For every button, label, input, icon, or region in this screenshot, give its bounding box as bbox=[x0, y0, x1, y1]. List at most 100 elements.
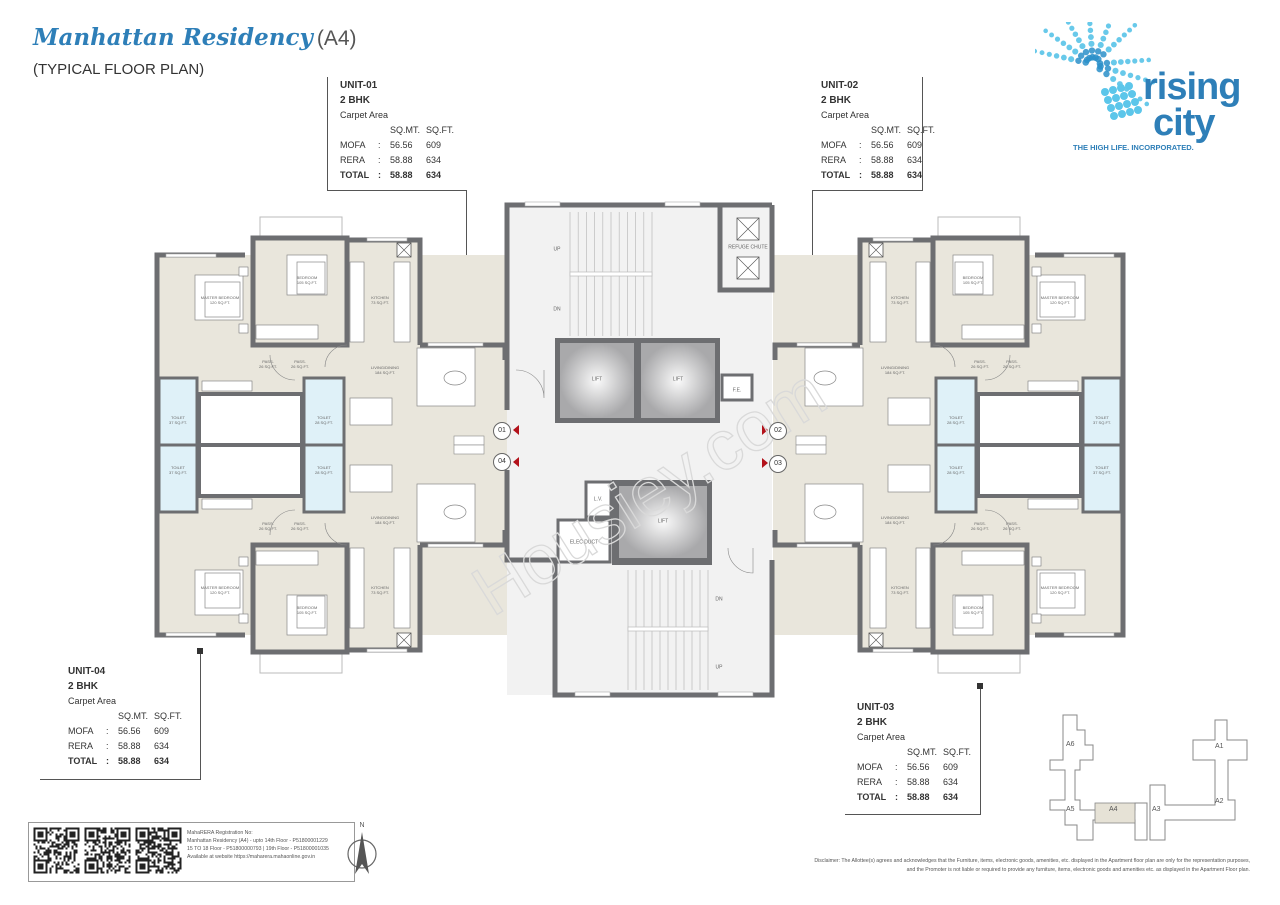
logo-dot bbox=[1137, 96, 1143, 102]
area-sqmt: 56.56 bbox=[907, 762, 930, 772]
area-row: TOTAL:58.88 634 bbox=[340, 168, 458, 183]
logo-dot bbox=[1105, 46, 1112, 53]
unit-name: UNIT-01 bbox=[340, 80, 378, 91]
logo-dot bbox=[1112, 94, 1120, 102]
unit-02-area-box: UNIT-02 2 BHK Carpet Area SQ.MT.SQ.FT.MO… bbox=[821, 78, 939, 183]
room-area: 105 SQ.FT. bbox=[296, 610, 318, 615]
area-sqmt: 58.88 bbox=[871, 170, 894, 180]
logo-dot bbox=[1104, 96, 1112, 104]
entry-arrow-icon bbox=[513, 425, 519, 435]
room-area: 37 SQ.FT. bbox=[168, 420, 188, 425]
north-compass-icon bbox=[347, 832, 377, 874]
room-area: 26 SQ.FT. bbox=[970, 364, 990, 369]
room-name: BEDROOM bbox=[296, 275, 318, 280]
logo-mark-icon bbox=[1032, 7, 1156, 120]
unit-marker-02: 02 bbox=[769, 422, 787, 440]
separator: : bbox=[859, 155, 862, 165]
logo-dot bbox=[1087, 27, 1094, 34]
area-sqmt: 58.88 bbox=[390, 155, 413, 165]
col-header: SQ.MT. bbox=[871, 125, 902, 135]
logo-dot bbox=[1103, 70, 1110, 78]
core-label-lift: LIFT bbox=[657, 518, 669, 525]
room-area: 26 SQ.FT. bbox=[1002, 526, 1022, 531]
logo-dot bbox=[1103, 59, 1111, 67]
area-sqft: 634 bbox=[426, 170, 442, 180]
room-name: TOILET bbox=[171, 415, 185, 420]
room-area: 37 SQ.FT. bbox=[1092, 470, 1112, 475]
logo-dot bbox=[1066, 44, 1073, 51]
unit-type: 2 BHK bbox=[857, 717, 888, 728]
area-sqmt: 56.56 bbox=[118, 726, 141, 736]
stair-landing bbox=[627, 626, 709, 632]
unit-name: UNIT-04 bbox=[68, 666, 106, 677]
disclaimer-line: and the Promoter is not liable or requir… bbox=[906, 867, 1250, 873]
area-type: TOTAL bbox=[340, 170, 370, 180]
core-label-refuge: REFUGE CHUTE bbox=[728, 244, 768, 251]
separator: : bbox=[106, 726, 109, 736]
separator: : bbox=[378, 140, 381, 150]
logo-dot bbox=[1123, 100, 1131, 108]
logo-dot bbox=[1116, 37, 1122, 43]
logo-dot bbox=[1105, 23, 1112, 29]
room-area: 28 SQ.FT. bbox=[946, 420, 966, 425]
room-name: MASTER BEDROOM bbox=[1040, 585, 1080, 590]
core-label-up: UP bbox=[553, 246, 561, 253]
unit-04-area-box: UNIT-04 2 BHK Carpet Area SQ.MT.SQ.FT.MO… bbox=[68, 664, 186, 769]
logo-dot bbox=[1109, 86, 1117, 94]
room-label: PASS.26 SQ.FT. bbox=[971, 521, 989, 531]
room-area: 26 SQ.FT. bbox=[970, 526, 990, 531]
area-type: TOTAL bbox=[68, 756, 98, 766]
logo-dot bbox=[1054, 36, 1061, 42]
room-area: 105 SQ.FT. bbox=[962, 610, 984, 615]
room-area: 73 SQ.FT. bbox=[890, 590, 910, 595]
logo-dot bbox=[1094, 48, 1102, 55]
area-sqft: 634 bbox=[907, 155, 923, 165]
low-voltage-duct bbox=[584, 480, 613, 519]
logo-dot bbox=[1110, 59, 1117, 66]
logo-dot bbox=[1131, 98, 1139, 106]
unit-04-callout-line bbox=[40, 779, 200, 780]
qr-codes bbox=[33, 827, 182, 874]
logo-dot bbox=[1068, 56, 1075, 63]
room-name: PASS. bbox=[294, 359, 306, 364]
separator: : bbox=[106, 756, 109, 766]
logo-dot bbox=[1146, 57, 1152, 63]
area-sqmt: 58.88 bbox=[390, 170, 413, 180]
unit-03-callout-line bbox=[845, 814, 981, 815]
room-name: TOILET bbox=[1095, 415, 1109, 420]
logo-dot bbox=[1127, 72, 1134, 79]
area-type: RERA bbox=[857, 777, 883, 787]
room-label: PASS.26 SQ.FT. bbox=[291, 359, 309, 369]
separator: : bbox=[859, 140, 862, 150]
logo-dot bbox=[1088, 40, 1095, 47]
room-name: PASS. bbox=[294, 521, 306, 526]
room-name: LIVING/DINING bbox=[370, 365, 400, 370]
logo-dot bbox=[1117, 59, 1124, 65]
unit-marker-03: 03 bbox=[769, 455, 787, 473]
core-label-lift: LIFT bbox=[591, 376, 603, 383]
room-name: LIVING/DINING bbox=[880, 515, 910, 520]
col-header: SQ.FT. bbox=[907, 125, 936, 135]
page-title: Manhattan Residency(A4) bbox=[33, 24, 357, 51]
core-floor bbox=[507, 205, 772, 695]
rera-website: Available at website https://maharera.ma… bbox=[187, 854, 316, 860]
area-sqft: 634 bbox=[907, 170, 923, 180]
separator: : bbox=[378, 170, 381, 180]
fire-extinguisher-room bbox=[720, 373, 754, 402]
core-label-elec: ELEC DUCT bbox=[569, 539, 599, 546]
separator: : bbox=[859, 170, 862, 180]
compass-label: N bbox=[359, 822, 365, 829]
